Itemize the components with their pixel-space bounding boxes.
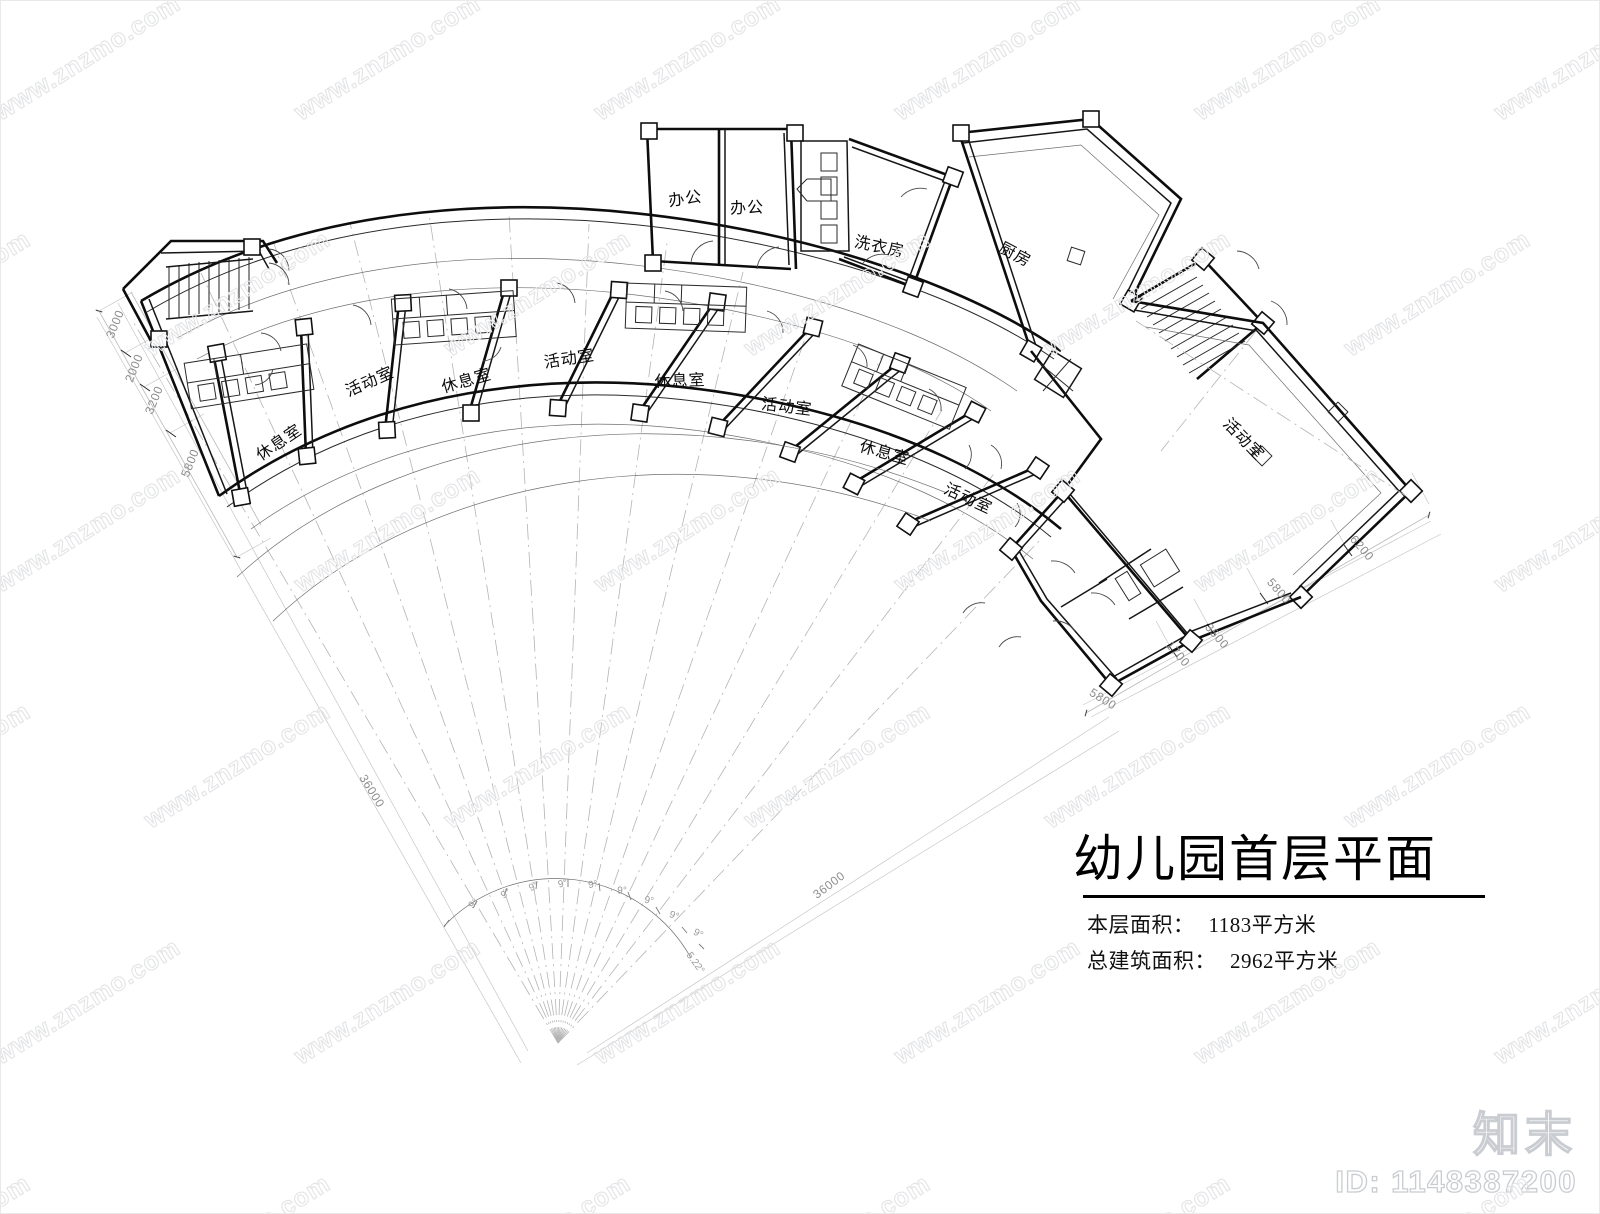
classroom-doors [254, 282, 1022, 648]
north-office-wing [640, 122, 965, 299]
corridor-core [796, 140, 850, 252]
classroom-partition-walls [139, 287, 1039, 530]
title-underline [1083, 895, 1485, 898]
total-area-label: 总建筑面积： [1087, 949, 1216, 973]
service-rooms-fixtures [183, 282, 967, 430]
brand-footer: 知末 ID: 1148387200 [1335, 1108, 1577, 1199]
radial-axis-lines [133, 213, 1042, 1044]
plan-title: 幼儿园首层平面 [1073, 831, 1437, 887]
lift-shaft [1033, 349, 1083, 399]
resource-id: ID: 1148387200 [1335, 1164, 1577, 1199]
total-area-value: 2962平方米 [1230, 949, 1339, 973]
angle-text: 9° [617, 885, 627, 897]
structural-columns [206, 279, 1051, 537]
west-stair-block [121, 238, 290, 348]
east-wing [952, 110, 1424, 698]
room-label: 办公 [667, 188, 704, 211]
total-area-row: 总建筑面积： 2962平方米 [1087, 945, 1503, 975]
room-label: 休息室 [654, 372, 706, 391]
room-label: 办公 [729, 199, 765, 218]
floor-area-value: 1183平方米 [1208, 913, 1317, 937]
title-block: 幼儿园首层平面 本层面积： 1183平方米 总建筑面积： 2962平方米 [1073, 833, 1503, 981]
brand-logo-text: 知末 [1472, 1108, 1577, 1161]
right-dimension-chain [1084, 472, 1431, 717]
floor-area-row: 本层面积： 1183平方米 [1087, 909, 1503, 939]
floor-area-label: 本层面积： [1087, 913, 1195, 937]
left-dimension-chain [95, 291, 272, 559]
angle-arc [443, 878, 705, 959]
plot-reference-arcs [236, 433, 948, 622]
angle-text: 9° [587, 878, 599, 892]
